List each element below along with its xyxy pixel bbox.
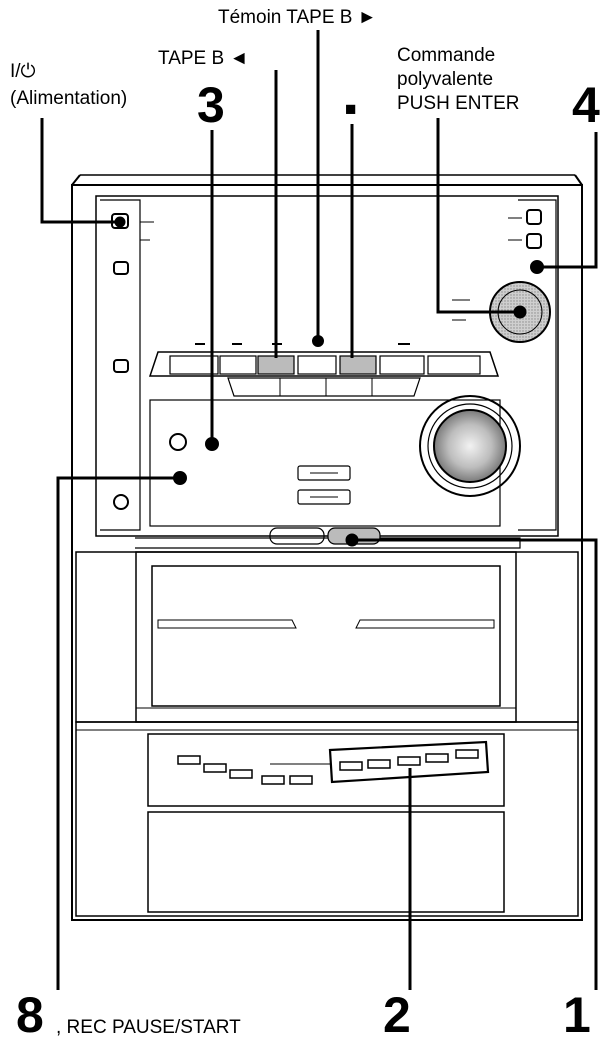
volume-knob [433,409,507,483]
callout-number-8: 8 [16,987,44,1043]
leader-lines [40,30,598,990]
callout-number-2: 2 [383,987,411,1043]
label-rec-pause-start: , REC PAUSE/START [56,1017,241,1038]
preset-button-group [328,740,490,784]
tape-button-bar [148,351,500,377]
volume-knob-outer [419,395,521,497]
tape-b-reverse-button [257,355,295,375]
label-commande-line2: polyvalente [397,69,494,90]
label-temoin-tape-b: Témoin TAPE B ► [218,7,377,28]
label-stop-symbol: ■ [345,99,357,120]
label-push-enter: PUSH ENTER [397,93,520,114]
cabinet-outline [71,184,583,921]
cd-tray [151,565,501,707]
label-tape-b-reverse: TAPE B ◄ [158,48,249,69]
label-power-symbol: I/⏻ [10,61,36,82]
top-unit-panel [95,195,559,537]
label-commande-line1: Commande [397,45,496,66]
callout-number-3: 3 [197,77,225,133]
callout-number-1: 1 [563,987,591,1043]
stop-button [339,355,377,375]
headphone-jack [169,433,187,451]
label-power-text: (Alimentation) [10,88,128,109]
callout-number-4: 4 [572,77,600,133]
